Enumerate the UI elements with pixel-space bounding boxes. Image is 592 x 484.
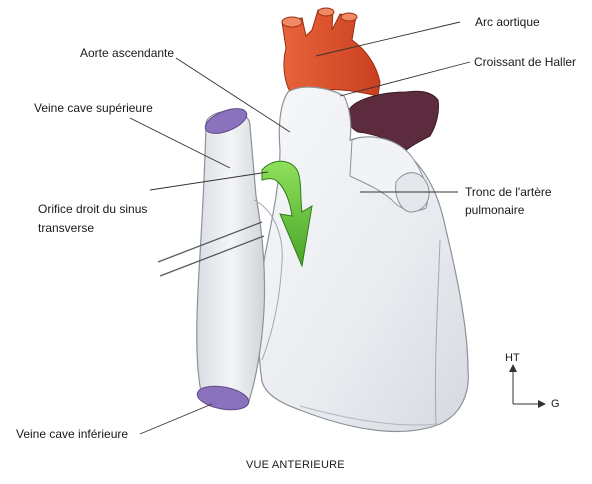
label-croissant-de-haller: Croissant de Haller — [474, 55, 576, 70]
orientation-right-label: G — [551, 397, 560, 412]
label-arc-aortique: Arc aortique — [475, 15, 540, 30]
label-tronc-artere-line1: Tronc de l'artère — [465, 185, 552, 200]
leader-veine-cave-inf — [140, 404, 212, 434]
label-orifice-sinus-line1: Orifice droit du sinus — [38, 202, 147, 217]
label-veine-cave-superieure: Veine cave supérieure — [34, 101, 153, 116]
caption: VUE ANTERIEURE — [246, 458, 345, 473]
label-veine-cave-inferieure: Veine cave inférieure — [16, 427, 128, 442]
orientation-up-label: HT — [505, 351, 520, 366]
vena-cava-tube — [197, 112, 265, 407]
orientation-compass — [509, 364, 546, 408]
label-tronc-artere-line2: pulmonaire — [465, 203, 524, 218]
label-aorte-ascendante: Aorte ascendante — [80, 46, 174, 61]
arrow-right-icon — [538, 400, 546, 408]
label-orifice-sinus-line2: transverse — [38, 221, 94, 236]
